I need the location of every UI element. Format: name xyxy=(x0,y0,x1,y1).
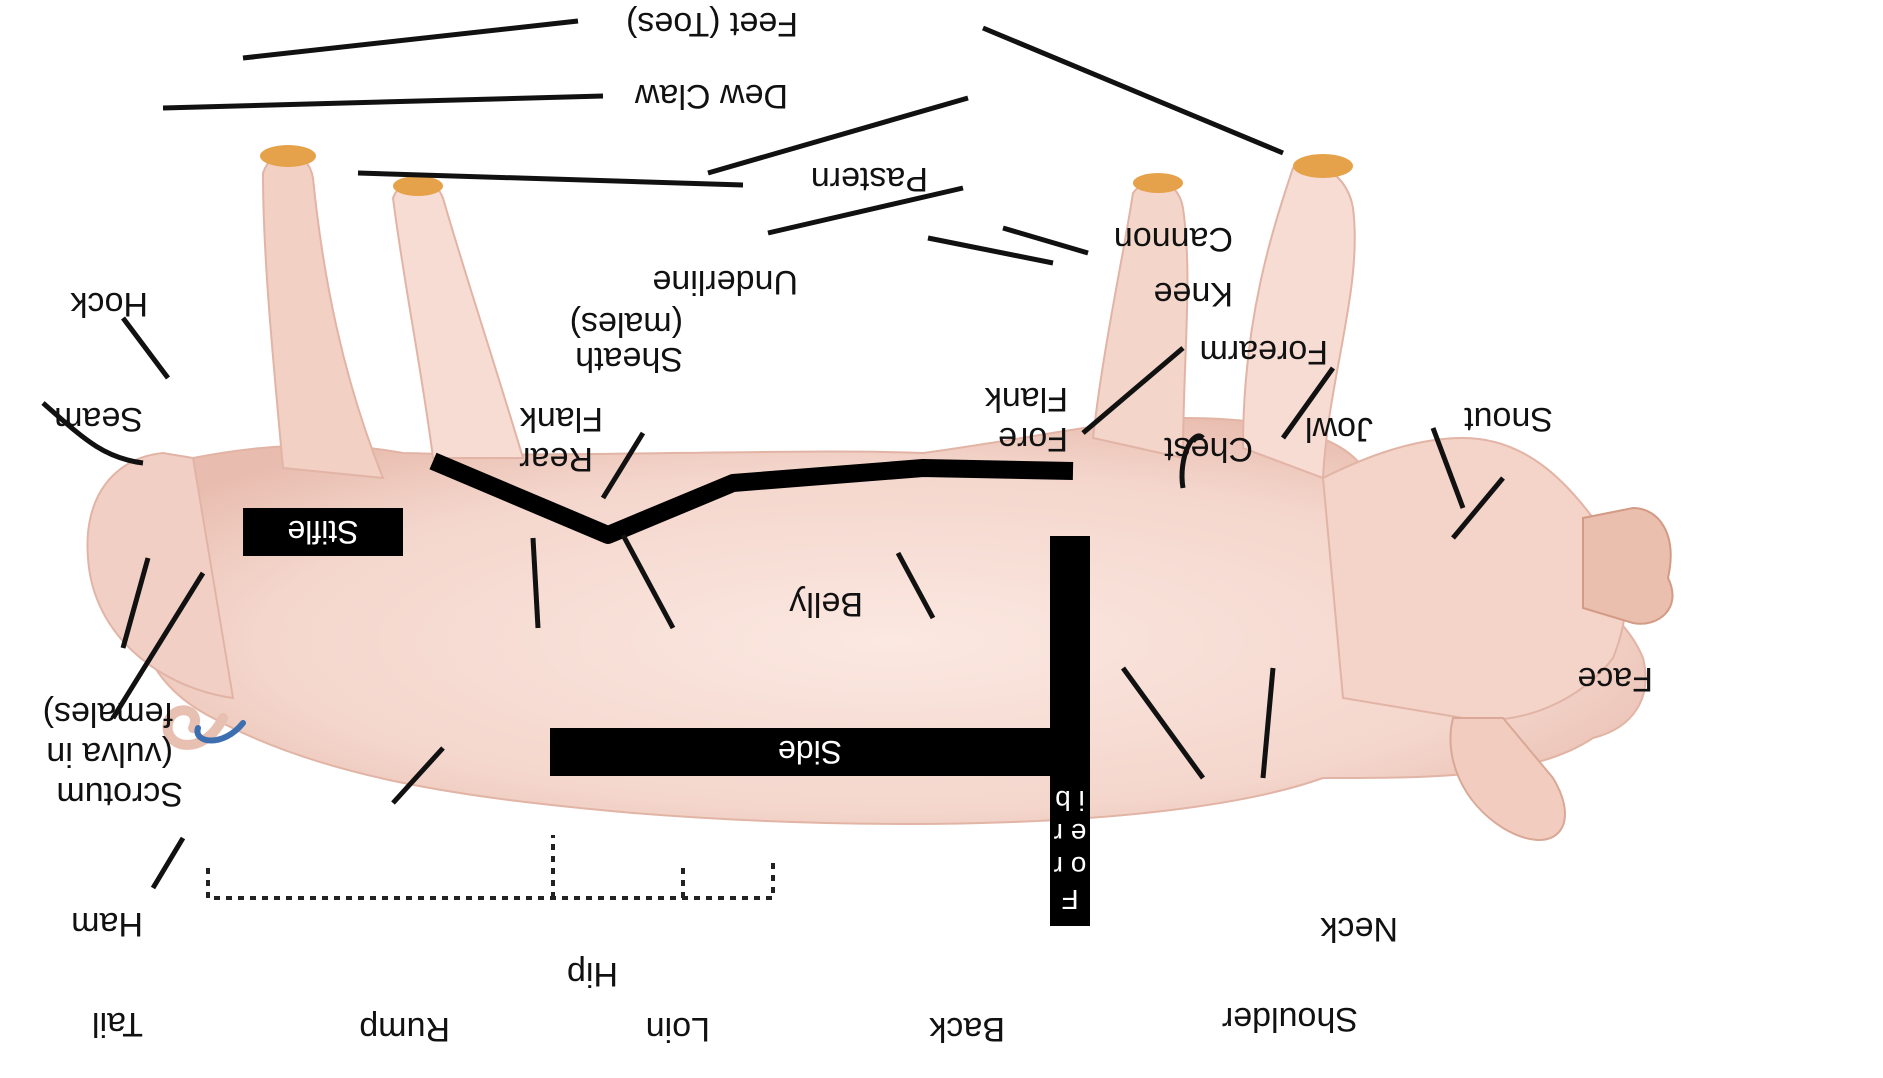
label-ham: Ham xyxy=(71,905,143,943)
pointer-feet-2 xyxy=(983,28,1283,153)
label-jowl: Jowl xyxy=(1305,410,1373,448)
label-neck: Neck xyxy=(1321,910,1398,948)
label-seam: Seam xyxy=(54,400,143,438)
label-feet-toes: Feet (Toes) xyxy=(626,5,798,43)
stifle-label: Stifle xyxy=(243,515,403,549)
label-scrotum-1: Scrotum xyxy=(56,775,183,813)
pointer-knee xyxy=(1003,228,1088,253)
bracket-main xyxy=(208,863,773,898)
pointer-hock xyxy=(123,318,168,378)
rear-leg-2 xyxy=(263,153,383,478)
label-belly: Belly xyxy=(789,585,863,623)
label-scrotum-3: females) xyxy=(43,695,173,733)
pointer-feet-1 xyxy=(243,21,578,58)
label-rear-flank: Flank xyxy=(520,400,603,438)
pointer-cannon xyxy=(928,238,1053,263)
label-shoulder: Shoulder xyxy=(1222,1000,1358,1038)
fore-rib-bar: F o r e r i b xyxy=(1050,536,1090,926)
rear-leg-1 xyxy=(393,179,523,458)
pointer-dewclaw-1 xyxy=(163,96,603,108)
label-knee: Knee xyxy=(1154,275,1233,313)
label-back: Back xyxy=(921,1010,1013,1048)
label-dew-claw: Dew Claw xyxy=(635,77,788,115)
label-loin: Loin xyxy=(638,1010,718,1048)
label-cannon: Cannon xyxy=(1114,220,1233,258)
hoof-4 xyxy=(260,145,316,167)
pointer-tail xyxy=(153,838,183,888)
label-rear: Rear xyxy=(519,440,593,478)
label-scrotum-2: (vulva in xyxy=(46,735,173,773)
label-underline: Underline xyxy=(652,263,798,301)
label-fore-flank: Flank xyxy=(985,380,1068,418)
label-hock: Hock xyxy=(71,285,148,323)
label-chest: Chest xyxy=(1164,430,1253,468)
label-forearm: Forearm xyxy=(1200,333,1328,371)
label-rump: Rump xyxy=(351,1010,458,1048)
label-tail: Tail xyxy=(92,1005,143,1043)
label-sheath-note: (males) xyxy=(570,305,683,343)
label-sheath: Sheath xyxy=(575,340,683,378)
top-brackets xyxy=(208,835,773,898)
label-pastern: Pastern xyxy=(811,160,928,198)
pig-snout xyxy=(1583,508,1673,624)
label-face: Face xyxy=(1577,660,1653,698)
label-hip: Hip xyxy=(567,955,618,993)
side-label: Side xyxy=(550,735,1070,769)
fore-rib-label: F o r e r i b xyxy=(1050,784,1090,916)
side-bar: Side xyxy=(550,728,1070,776)
hoof-2 xyxy=(1133,173,1183,193)
hoof-3 xyxy=(393,176,443,196)
hoof-1 xyxy=(1293,154,1353,178)
label-fore: Fore xyxy=(998,420,1068,458)
label-snout: Snout xyxy=(1464,400,1553,438)
stifle-bar: Stifle xyxy=(243,508,403,556)
